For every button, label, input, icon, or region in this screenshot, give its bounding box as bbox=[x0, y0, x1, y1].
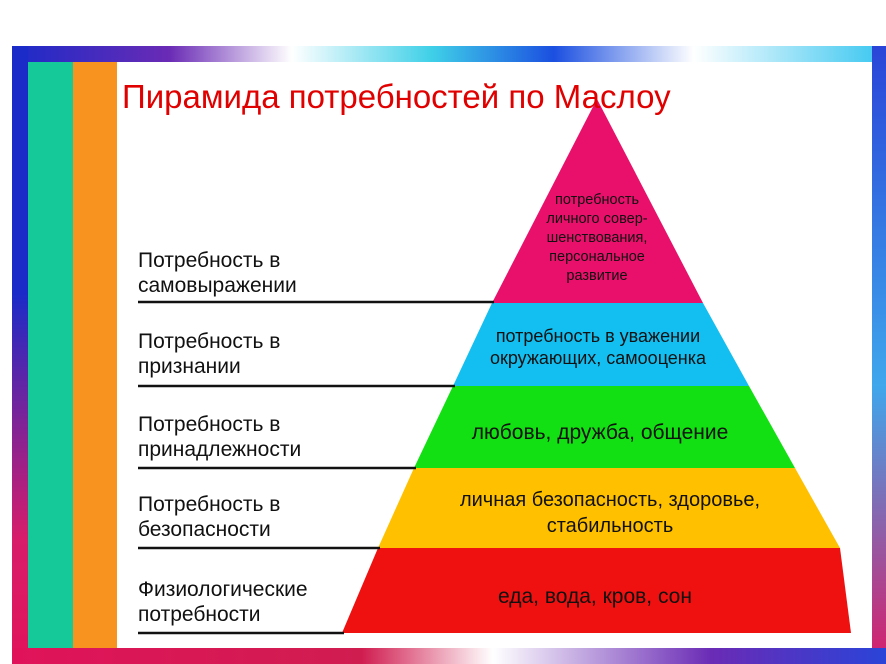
level-label-line: Потребность в bbox=[138, 413, 281, 436]
pyramid-tier-safety bbox=[378, 468, 840, 548]
level-label-physiological: Физиологические потребности bbox=[138, 577, 368, 627]
level-label-line: Физиологические bbox=[138, 578, 308, 601]
tier-text-belonging: любовь, дружба, общение bbox=[430, 420, 770, 446]
level-label-line: Потребность в bbox=[138, 330, 281, 353]
tier-text-safety: личная безопасность, здоровье, стабильно… bbox=[400, 487, 820, 539]
pyramid-tier-esteem bbox=[453, 303, 749, 386]
tier-text-line: личного совер- bbox=[546, 211, 648, 227]
slide-frame-left bbox=[12, 46, 28, 664]
level-label-line: Потребность в bbox=[138, 249, 281, 272]
orange-side-strip bbox=[73, 62, 117, 648]
slide-frame-right bbox=[872, 46, 886, 664]
tier-text-line: потребность bbox=[554, 192, 640, 208]
level-label-line: принадлежности bbox=[138, 438, 302, 461]
pyramid-tier-belonging bbox=[414, 386, 795, 468]
slide-frame-bottom bbox=[12, 648, 886, 664]
pyramid-tier-self-actualization bbox=[492, 99, 703, 303]
tier-text-esteem: потребность в уважении окружающих, самоо… bbox=[470, 325, 726, 369]
tier-text-line: еда, вода, кров, сон bbox=[498, 585, 692, 608]
level-label-line: признании bbox=[138, 355, 241, 378]
level-label-belonging: Потребность в принадлежности bbox=[138, 412, 368, 462]
level-label-self-actualization: Потребность в самовыражении bbox=[138, 248, 368, 298]
tier-text-line: персональное bbox=[549, 249, 645, 265]
tier-text-line: окружающих, самооценка bbox=[489, 348, 707, 368]
teal-side-strip bbox=[28, 62, 73, 648]
tier-text-line: развитие bbox=[566, 268, 628, 284]
level-label-line: самовыражении bbox=[138, 274, 297, 297]
tier-text-self-actualization: потребность личного совер- шенствования,… bbox=[517, 191, 677, 286]
level-label-line: безопасности bbox=[138, 518, 271, 541]
pyramid-tier-physiological bbox=[342, 548, 851, 633]
tier-text-line: личная безопасность, здоровье, bbox=[459, 489, 761, 511]
level-label-esteem: Потребность в признании bbox=[138, 329, 368, 379]
tier-text-physiological: еда, вода, кров, сон bbox=[430, 584, 760, 610]
slide-title: Пирамида потребностей по Маслоу bbox=[122, 78, 671, 115]
level-label-line: Потребность в bbox=[138, 493, 281, 516]
level-label-line: потребности bbox=[138, 603, 261, 626]
slide-frame-top bbox=[12, 46, 886, 62]
tier-text-line: стабильность bbox=[546, 515, 674, 537]
tier-text-line: потребность в уважении bbox=[495, 326, 701, 346]
level-label-safety: Потребность в безопасности bbox=[138, 492, 368, 542]
tier-text-line: любовь, дружба, общение bbox=[471, 421, 729, 444]
tier-text-line: шенствования, bbox=[546, 230, 648, 246]
